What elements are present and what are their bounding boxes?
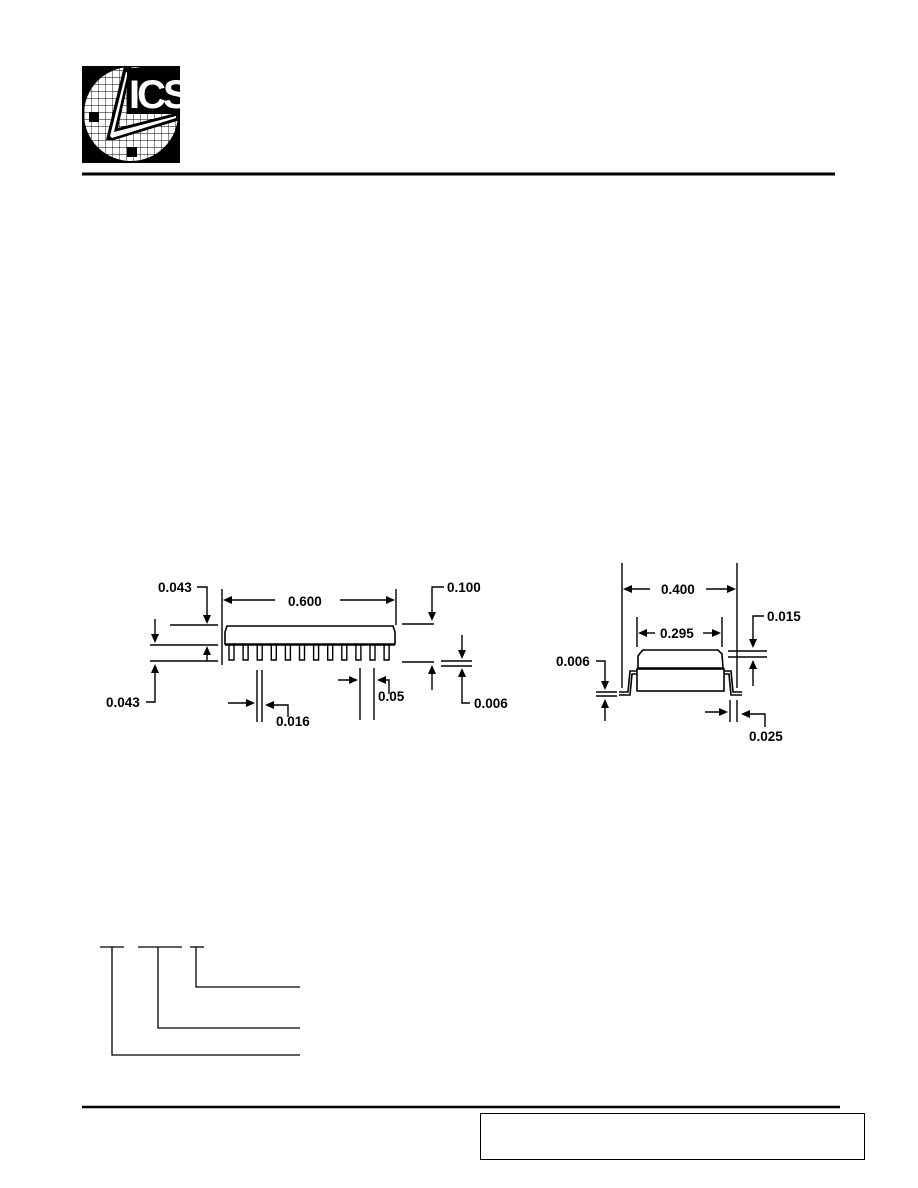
- ics-logo-icon: ICS: [82, 66, 192, 163]
- end-body-top: [637, 649, 724, 669]
- label-end-standoff: 0.006: [556, 654, 590, 669]
- end-view-diagram: [596, 563, 767, 727]
- package-lead: [327, 645, 334, 661]
- label-standoff: 0.006: [474, 696, 508, 711]
- package-lead: [270, 645, 277, 661]
- label-overall-width: 0.400: [661, 582, 695, 597]
- logo-text: ICS: [129, 73, 189, 117]
- package-lead: [355, 645, 362, 661]
- ordering-code-tree: [100, 946, 300, 1056]
- package-body: [224, 625, 396, 645]
- package-lead: [341, 645, 348, 661]
- package-lead: [242, 645, 249, 661]
- label-lead-thickness: 0.015: [767, 609, 801, 624]
- package-lead: [369, 645, 376, 661]
- label-lead-pitch: 0.05: [378, 689, 405, 704]
- package-lead: [312, 645, 320, 661]
- package-lead: [256, 645, 263, 661]
- end-body-bottom: [636, 668, 725, 692]
- package-lead: [298, 645, 306, 661]
- footer-box: [480, 1113, 865, 1160]
- label-length: 0.600: [288, 594, 322, 609]
- label-top-margin: 0.043: [158, 580, 192, 595]
- package-lead: [284, 645, 292, 661]
- label-foot-length: 0.025: [749, 729, 783, 744]
- label-lead-width: 0.016: [276, 714, 310, 729]
- side-view-diagram: [146, 586, 472, 722]
- label-bottom-margin: 0.043: [106, 695, 140, 710]
- package-lead: [228, 645, 235, 661]
- package-lead: [383, 645, 390, 661]
- label-body-width: 0.295: [660, 626, 694, 641]
- label-height: 0.100: [447, 580, 481, 595]
- package-leads: [228, 645, 390, 661]
